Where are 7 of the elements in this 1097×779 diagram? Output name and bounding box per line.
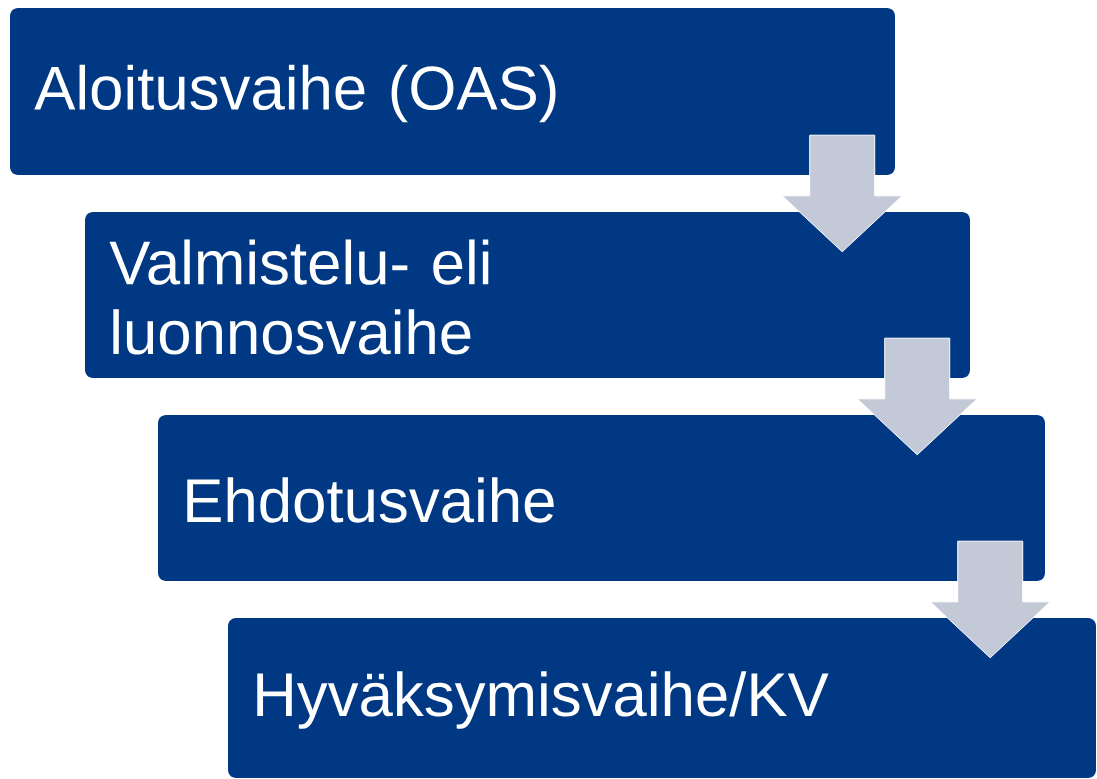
stage-box: Ehdotusvaihe — [158, 415, 1045, 581]
down-arrow — [856, 337, 978, 456]
down-arrow — [781, 134, 903, 253]
down-arrow — [929, 540, 1051, 659]
stage-box: Aloitusvaihe (OAS) — [10, 8, 895, 175]
stage-box: Hyväksymisvaihe/KV — [228, 618, 1096, 778]
stage-box: Valmistelu- eli luonnosvaihe — [85, 212, 970, 378]
